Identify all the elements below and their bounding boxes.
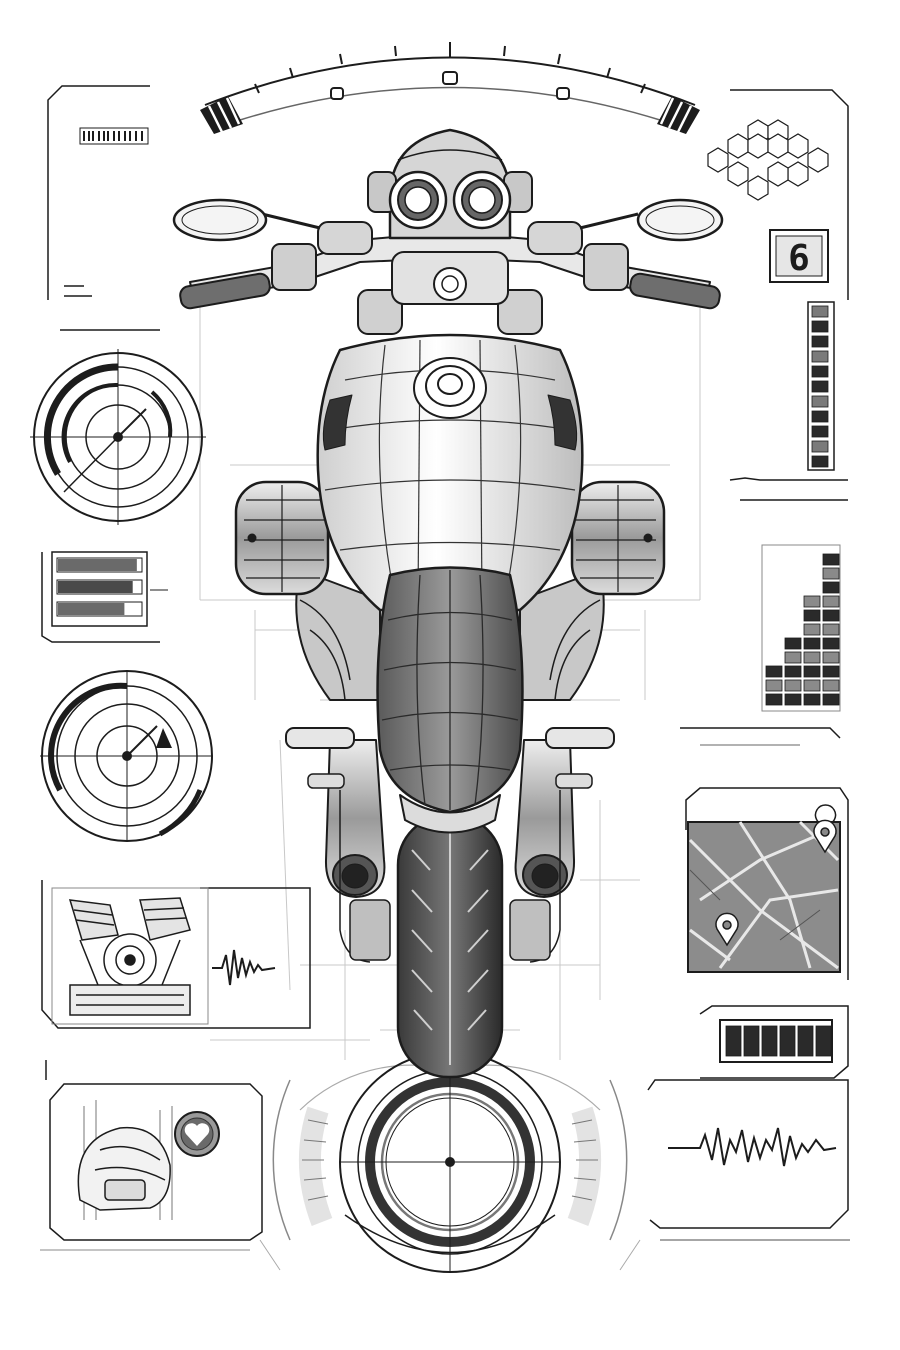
left-bar-fill [58,581,133,593]
signal-bar [784,679,802,692]
signal-bar [803,609,821,622]
waveform-small [212,949,276,986]
signal-bar [784,651,802,664]
signal-bar [784,637,802,650]
signal-bar [784,665,802,678]
signal-bar [822,679,840,692]
map-panel [685,787,849,980]
vertical-meter-segment [811,380,829,393]
left-frame [47,85,160,331]
signal-bar [822,581,840,594]
signal-bars-frame [761,544,841,712]
signal-bar [803,665,821,678]
right-lower-frame [647,1005,850,1241]
vertical-meter-segment [811,335,829,348]
left-bar-fill [58,559,137,571]
vertical-meter-segment [811,350,829,363]
hex-cluster-icon [707,119,829,201]
vertical-meter-segment [811,455,829,468]
waveform-icon [668,1127,837,1167]
signal-bar [765,665,783,678]
vertical-meter-segment [811,425,829,438]
signal-bar [803,623,821,636]
engine-panel [41,880,311,1029]
signal-bars [761,544,841,712]
arc-end-block-right [657,96,700,134]
v-twin-engine-icon [68,897,191,1016]
heart-badge [174,1111,220,1157]
arc-end-block-left [200,96,243,134]
signal-bar [803,651,821,664]
top-arc-gauge [200,42,700,134]
map-pin-icon [715,912,739,947]
battery-segment [725,1025,742,1057]
signal-bar [765,693,783,706]
signal-bar [822,665,840,678]
radar-top [30,349,206,525]
battery-segment [779,1025,796,1057]
signal-bar [803,693,821,706]
vertical-meter-segment [811,440,829,453]
vertical-meter [807,301,835,471]
signal-bar [822,595,840,608]
right-frame [680,89,849,746]
vertical-meter-segment [811,410,829,423]
heart-icon [184,1123,210,1146]
left-bar-meter [41,551,168,643]
signal-bar [822,553,840,566]
battery-segment [743,1025,760,1057]
battery-indicator [719,1019,833,1063]
left-bar-frame [41,552,160,643]
battery-segment [797,1025,814,1057]
battery-segment [815,1025,832,1057]
signal-bar [784,693,802,706]
signal-bar [822,567,840,580]
vertical-meter-segment [811,305,829,318]
left-bar-fill [58,603,125,615]
signal-bar [822,623,840,636]
helmet-icon [77,1126,171,1211]
signal-bar [803,637,821,650]
gear-digit-icon: 6 [788,238,810,279]
helmet-panel [40,1060,263,1251]
signal-bar [822,651,840,664]
vertical-meter-segment [811,365,829,378]
gear-indicator: 6 [769,229,829,283]
map-pin-icon [813,804,837,854]
signal-bar [822,693,840,706]
vertical-meter-segment [811,320,829,333]
speedometer [259,1051,641,1273]
battery-segment [761,1025,778,1057]
vertical-meter-segment [811,395,829,408]
barcode-strip [79,127,149,145]
signal-bar [803,679,821,692]
signal-bar [765,679,783,692]
motorcycle-top-view-icon [172,128,724,1079]
signal-bar [803,595,821,608]
map-icon [688,820,840,970]
signal-bar [822,637,840,650]
signal-bar [822,609,840,622]
radar-bottom [40,670,213,842]
